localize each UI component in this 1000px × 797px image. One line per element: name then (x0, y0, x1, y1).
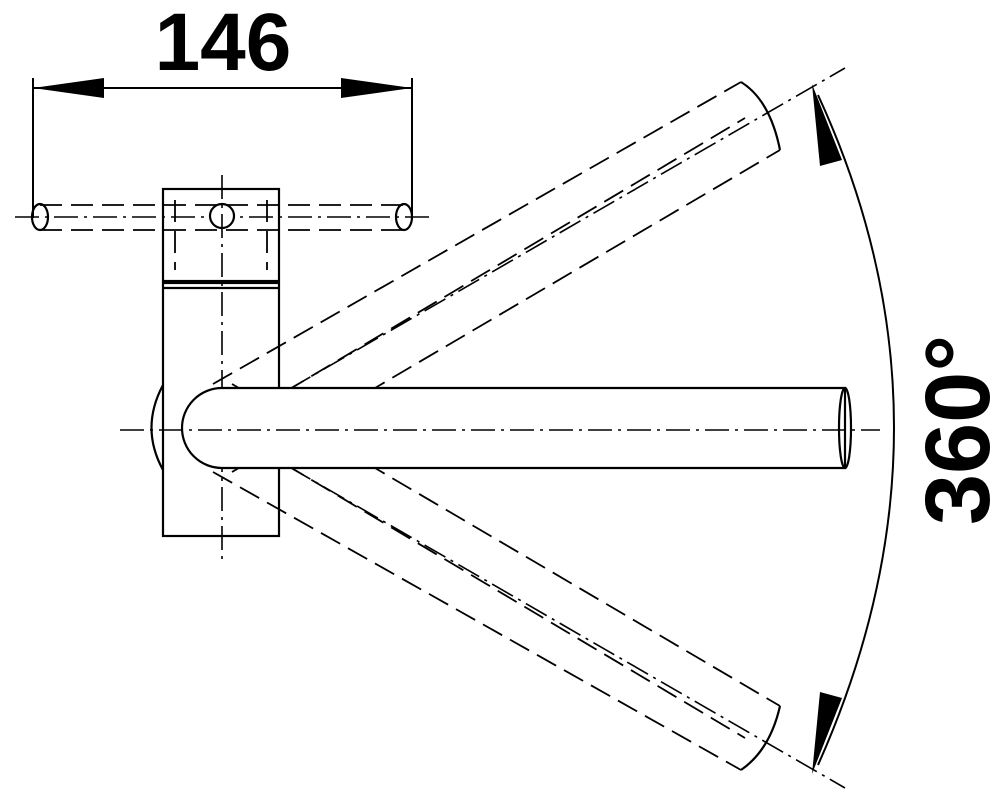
swivel-view: 360° (120, 67, 1000, 789)
side-knob (150, 384, 164, 471)
dimension-arrow-right (341, 78, 412, 98)
spout-main-end (837, 386, 853, 470)
rotation-label: 360° (907, 335, 1000, 525)
rotation-arrow-bottom (812, 692, 842, 774)
spout-main (180, 386, 847, 470)
width-label: 146 (155, 0, 292, 88)
rotation-arrow-top (812, 84, 842, 166)
rotation-arc (817, 94, 895, 766)
dimension-arrow-left (33, 78, 104, 98)
spout-upper-position (212, 67, 846, 473)
body-top-block (161, 187, 281, 283)
top-view: 146 (15, 0, 430, 283)
